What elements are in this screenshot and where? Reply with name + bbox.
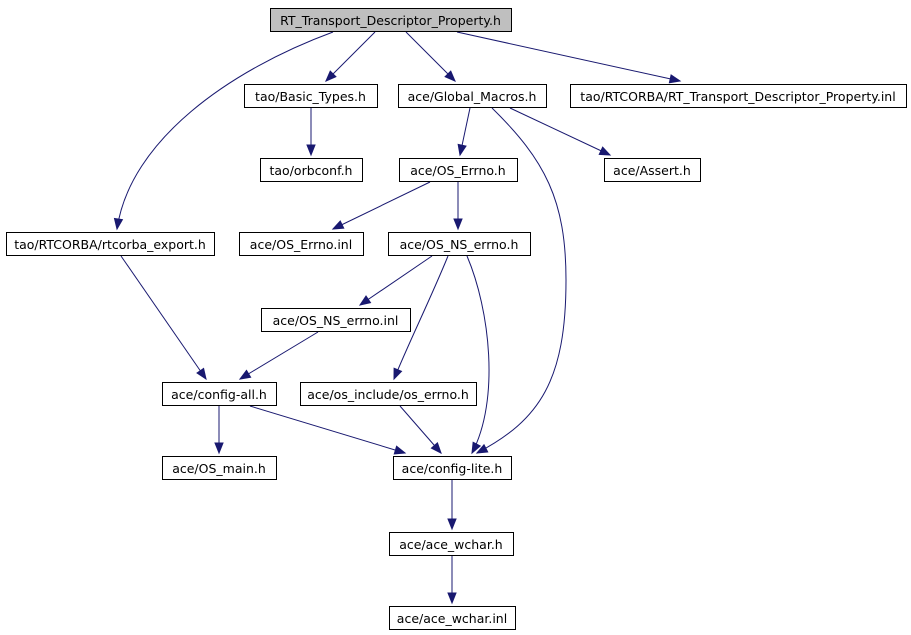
node-label: ace/Assert.h [613,163,691,178]
node-label: RT_Transport_Descriptor_Property.h [280,13,501,28]
node-n10[interactable]: ace/OS_NS_errno.inl [261,308,411,332]
node-label: tao/orbconf.h [270,163,353,178]
node-label: tao/Basic_Types.h [255,89,366,104]
node-n12[interactable]: ace/os_include/os_errno.h [300,382,477,406]
node-label: ace/Global_Macros.h [408,89,537,104]
edge-n7-n11 [120,255,207,381]
node-n13[interactable]: ace/OS_main.h [162,456,277,480]
node-n15[interactable]: ace/ace_wchar.h [389,532,514,556]
edge-n2-n14 [475,107,567,454]
node-n7[interactable]: tao/RTCORBA/rtcorba_export.h [6,232,215,256]
edge-n2-n6 [509,107,612,156]
node-label: ace/OS_main.h [172,461,266,476]
node-label: tao/RTCORBA/RT_Transport_Descriptor_Prop… [580,89,895,104]
edge-n5-n9 [453,182,463,231]
node-n8[interactable]: ace/OS_Errno.inl [239,232,364,256]
node-n11[interactable]: ace/config-all.h [162,382,277,406]
graph-nodes: RT_Transport_Descriptor_Property.h tao/Ba… [6,8,907,630]
edge-n2-n5 [457,107,471,157]
node-label: ace/config-all.h [171,387,267,402]
edge-n11-n14 [249,405,407,455]
node-label: ace/ace_wchar.h [399,537,502,552]
node-label: ace/OS_NS_errno.h [400,237,519,252]
node-n4[interactable]: tao/orbconf.h [260,158,363,182]
edge-n9-n10 [358,255,433,306]
node-label: ace/os_include/os_errno.h [307,387,469,402]
node-label: ace/config-lite.h [402,461,503,476]
graph-edges [113,31,682,605]
node-n6[interactable]: ace/Assert.h [604,158,701,182]
edge-n0-n1 [325,31,376,82]
node-n16[interactable]: ace/ace_wchar.inl [389,606,516,630]
edge-n0-n2 [405,31,456,82]
node-n5[interactable]: ace/OS_Errno.h [399,158,518,182]
edge-n11-n13 [214,406,224,455]
edge-n9-n12 [393,255,449,381]
edge-n1-n4 [306,108,316,157]
node-label: tao/RTCORBA/rtcorba_export.h [14,237,206,252]
node-n9[interactable]: ace/OS_NS_errno.h [388,232,531,256]
node-n14[interactable]: ace/config-lite.h [393,456,512,480]
node-n2[interactable]: ace/Global_Macros.h [398,84,547,108]
edge-n12-n14 [399,405,442,455]
node-n3[interactable]: tao/RTCORBA/RT_Transport_Descriptor_Prop… [570,84,907,108]
node-n0[interactable]: RT_Transport_Descriptor_Property.h [270,8,512,32]
edge-n10-n11 [238,331,319,380]
node-label: ace/OS_NS_errno.inl [273,313,399,328]
edge-n5-n8 [331,181,431,230]
node-label: ace/OS_Errno.inl [250,237,352,252]
edge-n9-n14 [466,255,490,455]
edge-n14-n15 [447,480,457,531]
node-n1[interactable]: tao/Basic_Types.h [244,84,378,108]
node-label: ace/OS_Errno.h [410,163,505,178]
edge-n15-n16 [447,556,457,605]
node-label: ace/ace_wchar.inl [397,611,507,626]
edge-n0-n7 [113,31,334,231]
edge-n0-n3 [456,31,682,84]
